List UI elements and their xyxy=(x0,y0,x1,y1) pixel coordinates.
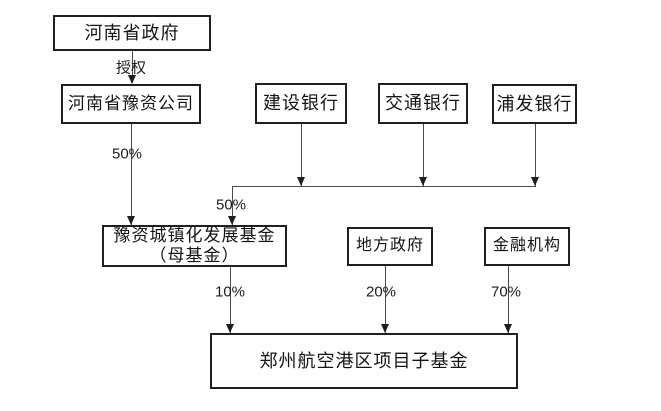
node-henan-yuzi-company: 河南省豫资公司 xyxy=(61,84,201,124)
node-financial-institutions: 金融机构 xyxy=(484,227,570,266)
node-zhengzhou-airport-subfund-label: 郑州航空港区项目子基金 xyxy=(259,350,469,371)
arrowhead-busline-to-motherfund xyxy=(228,216,236,225)
arrowhead-yuzi-to-motherfund xyxy=(127,216,135,225)
arrowhead-spdb xyxy=(531,177,539,186)
node-local-government: 地方政府 xyxy=(347,227,433,266)
edge-bocom-to-busline xyxy=(423,123,424,186)
node-bank-of-communications: 交通银行 xyxy=(378,83,468,124)
node-local-government-label: 地方政府 xyxy=(355,237,424,255)
edge-label-authorize: 授权 xyxy=(115,60,147,77)
edge-label-banks-50pct: 50% xyxy=(215,196,247,214)
arrowhead-ccb xyxy=(297,177,305,186)
edge-motherfund-to-subfund xyxy=(230,266,231,333)
node-spd-bank: 浦发银行 xyxy=(492,84,577,124)
node-zhengzhou-airport-subfund: 郑州航空港区项目子基金 xyxy=(210,333,518,389)
arrowhead-motherfund-to-subfund xyxy=(226,324,234,333)
edge-label-fininst-70pct: 70% xyxy=(490,283,522,301)
node-spd-bank-label: 浦发银行 xyxy=(496,93,573,114)
edge-yuzi-to-motherfund xyxy=(131,123,132,225)
node-henan-yuzi-company-label: 河南省豫资公司 xyxy=(68,94,194,114)
arrowhead-fininst-to-subfund xyxy=(504,324,512,333)
edge-gov-to-yuzi xyxy=(132,50,133,83)
node-mother-fund-label-line2: （母基金） xyxy=(149,246,240,265)
node-construction-bank-label: 建设银行 xyxy=(263,93,339,114)
edge-label-mother-10pct: 10% xyxy=(214,283,246,301)
node-financial-institutions-label: 金融机构 xyxy=(492,237,561,255)
node-construction-bank: 建设银行 xyxy=(255,83,347,124)
node-mother-fund: 豫资城镇化发展基金 （母基金） xyxy=(102,225,287,267)
edge-label-localgov-20pct: 20% xyxy=(365,283,397,301)
edge-fininst-to-subfund xyxy=(508,266,509,333)
edge-ccb-to-busline xyxy=(301,123,302,186)
node-henan-provincial-government-label: 河南省政府 xyxy=(84,22,180,43)
edge-localgov-to-subfund xyxy=(385,266,386,333)
node-mother-fund-label-line1: 豫资城镇化发展基金 xyxy=(113,226,276,246)
arrowhead-bocom xyxy=(419,177,427,186)
arrowhead-gov-to-yuzi xyxy=(128,75,136,84)
edge-busline-to-motherfund xyxy=(232,186,233,225)
arrowhead-localgov-to-subfund xyxy=(381,324,389,333)
edge-label-yuzi-50pct: 50% xyxy=(111,145,143,163)
node-bank-of-communications-label: 交通银行 xyxy=(385,93,461,114)
banks-bus-line xyxy=(232,186,536,187)
node-henan-provincial-government: 河南省政府 xyxy=(53,15,211,51)
edge-spdb-to-busline xyxy=(535,123,536,186)
